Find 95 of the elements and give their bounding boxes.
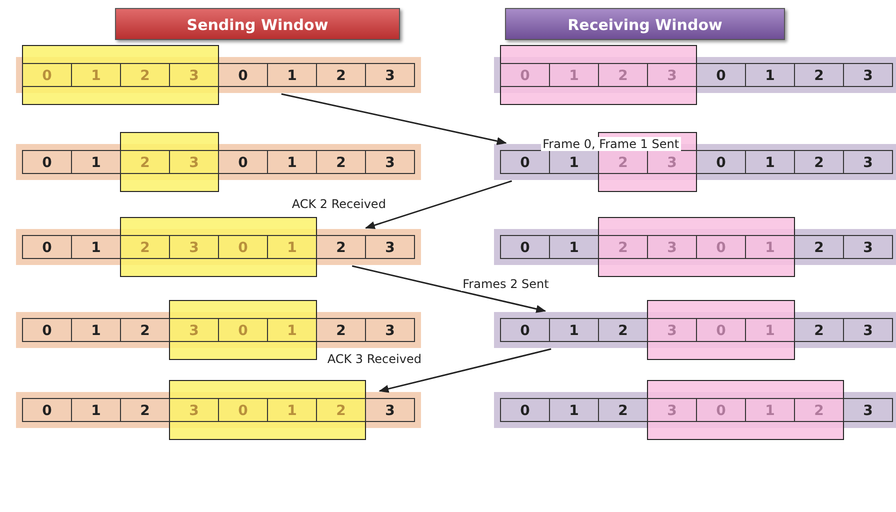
arrow [281,93,507,145]
sequence-number-cell: 3 [843,398,893,422]
sequence-number-cell: 0 [22,150,72,174]
sequence-number-cell: 1 [267,150,317,174]
arrow [364,180,512,230]
sequence-number-cell: 2 [794,398,844,422]
sequence-number-cell: 2 [120,235,170,259]
sliding-window-frame [598,217,795,277]
sequence-number-cell: 2 [120,318,170,342]
sequence-number-cell: 1 [267,235,317,259]
sequence-number-cell: 1 [267,398,317,422]
sequence-number-cell: 1 [745,235,795,259]
sequence-number-cell: 2 [598,235,648,259]
sequence-number-cell: 2 [794,318,844,342]
sequence-number-cell: 3 [647,235,697,259]
window-title-banner: Sending Window [115,8,400,40]
sequence-number-cell: 0 [696,398,746,422]
sequence-number-cell: 1 [745,398,795,422]
edge-label: Frame 0, Frame 1 Sent [540,136,682,150]
sequence-number-cell: 3 [843,63,893,87]
sequence-number-cell: 0 [500,235,550,259]
sequence-number-cell: 0 [22,318,72,342]
sliding-window-frame [647,380,844,440]
sequence-number-cell: 0 [500,398,550,422]
sequence-number-cell: 0 [22,398,72,422]
sequence-number-cell: 3 [365,150,415,174]
sequence-number-cell: 2 [316,63,366,87]
sequence-number-cell: 3 [365,318,415,342]
sequence-number-cell: 2 [794,150,844,174]
sequence-number-cell: 1 [267,318,317,342]
sequence-number-cell: 2 [794,235,844,259]
edge-label: ACK 3 Received [325,352,424,366]
sequence-number-cell: 1 [745,318,795,342]
sequence-number-cell: 0 [696,63,746,87]
sequence-number-cell: 2 [794,63,844,87]
sequence-number-cell: 0 [218,235,268,259]
sequence-number-cell: 3 [843,318,893,342]
sequence-number-cell: 1 [267,63,317,87]
sliding-window-frame [169,300,317,360]
sequence-number-cell: 3 [169,150,219,174]
sequence-number-cell: 1 [71,150,121,174]
sequence-number-cell: 1 [549,235,599,259]
sequence-number-cell: 1 [71,318,121,342]
sequence-number-cell: 1 [549,63,599,87]
sequence-number-cell: 2 [120,63,170,87]
sequence-number-cell: 3 [647,63,697,87]
sequence-number-cell: 0 [22,63,72,87]
sequence-number-cell: 3 [647,398,697,422]
sliding-window-frame [169,380,366,440]
sequence-number-cell: 0 [218,318,268,342]
sequence-number-cell: 1 [745,63,795,87]
sequence-number-cell: 0 [218,63,268,87]
sliding-window-frame [500,45,697,105]
sequence-number-cell: 3 [843,150,893,174]
sequence-number-cell: 0 [696,150,746,174]
sequence-number-cell: 2 [598,398,648,422]
sequence-number-cell: 3 [169,398,219,422]
sequence-number-cell: 3 [365,235,415,259]
sequence-number-cell: 2 [598,63,648,87]
sequence-number-cell: 0 [22,235,72,259]
sequence-number-cell: 2 [120,150,170,174]
sequence-number-cell: 1 [745,150,795,174]
sequence-number-cell: 1 [71,398,121,422]
arrow [378,348,552,393]
sequence-number-cell: 1 [549,318,599,342]
sequence-number-cell: 0 [218,150,268,174]
edge-label: Frames 2 Sent [460,276,551,290]
sequence-number-cell: 0 [696,235,746,259]
sequence-number-cell: 3 [169,63,219,87]
arrow [352,265,546,313]
sequence-number-cell: 0 [500,318,550,342]
sequence-number-cell: 2 [316,150,366,174]
sequence-number-cell: 0 [218,398,268,422]
sliding-window-frame [120,217,317,277]
sequence-number-cell: 3 [169,318,219,342]
sequence-number-cell: 1 [71,235,121,259]
sliding-window-frame [647,300,795,360]
window-title-banner: Receiving Window [505,8,785,40]
sequence-number-cell: 2 [316,398,366,422]
sequence-number-cell: 0 [696,318,746,342]
sequence-number-cell: 1 [549,398,599,422]
edge-label: ACK 2 Received [290,196,388,210]
sequence-number-cell: 2 [316,235,366,259]
sequence-number-cell: 3 [647,318,697,342]
sequence-number-cell: 3 [365,398,415,422]
sequence-number-cell: 0 [500,63,550,87]
sequence-number-cell: 3 [169,235,219,259]
sequence-number-cell: 2 [598,318,648,342]
sequence-number-cell: 3 [843,235,893,259]
sliding-window-frame [22,45,219,105]
sequence-number-cell: 2 [120,398,170,422]
sequence-number-cell: 2 [316,318,366,342]
sequence-number-cell: 3 [365,63,415,87]
sliding-window-frame [120,132,219,192]
sequence-number-cell: 1 [71,63,121,87]
